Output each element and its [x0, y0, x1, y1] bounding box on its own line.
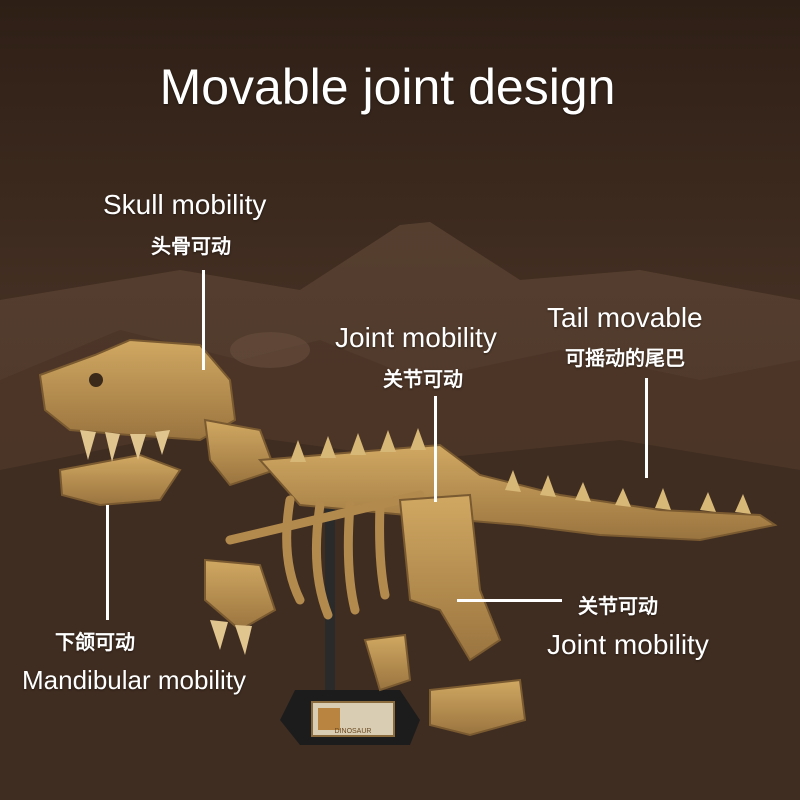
joint-top-label-zh: 关节可动 [383, 367, 463, 391]
joint-top-label-en: Joint mobility [335, 322, 497, 353]
skull-leader-line [202, 270, 205, 370]
plaque-text: DINOSAUR [335, 728, 372, 735]
skull-label-en: Skull mobility [103, 189, 267, 220]
tail-label-en: Tail movable [547, 302, 703, 333]
page-title: Movable joint design [159, 59, 616, 115]
mandible-label-zh: 下颌可动 [55, 630, 135, 654]
joint-bottom-label-en: Joint mobility [547, 629, 709, 660]
joint-bottom-label-zh: 关节可动 [578, 594, 658, 618]
mandible-leader-line [106, 505, 109, 620]
joint-bottom-leader-line [457, 599, 562, 602]
joint-top-leader-line [434, 396, 437, 502]
mandible-label-en: Mandibular mobility [22, 665, 246, 695]
tail-leader-line [645, 378, 648, 478]
skull-label-zh: 头骨可动 [151, 234, 231, 258]
display-stand [280, 500, 420, 745]
dinosaur-skeleton [38, 338, 778, 737]
tail-label-zh: 可摇动的尾巴 [565, 346, 685, 370]
